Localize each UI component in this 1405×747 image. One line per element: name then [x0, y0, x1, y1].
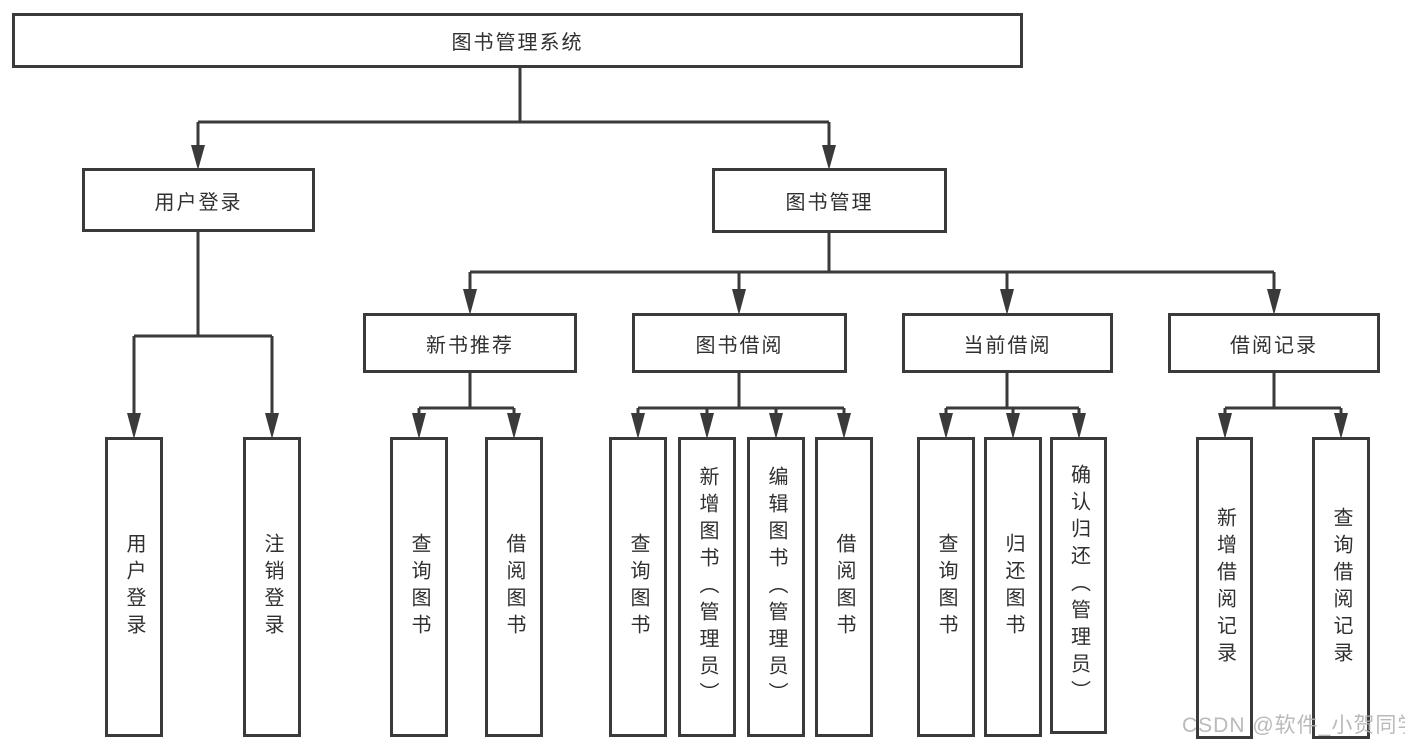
node-borrow-records: 借阅记录	[1168, 313, 1380, 373]
node-book-management: 图书管理	[712, 168, 947, 233]
node-current-borrow: 当前借阅	[902, 313, 1113, 373]
leaf-recommend-borrow-books: 借阅图书	[485, 437, 543, 737]
csdn-watermark: CSDN @软件_小贺同学	[1182, 714, 1405, 737]
leaf-current-query-books: 查询图书	[917, 437, 975, 737]
leaf-records-query-record: 查询借阅记录	[1312, 437, 1370, 739]
node-user-login: 用户登录	[82, 168, 315, 232]
leaf-borrow-add-books-admin: 新增图书（管理员）	[678, 437, 736, 737]
leaf-current-return-books: 归还图书	[984, 437, 1042, 737]
node-new-book-recommend: 新书推荐	[363, 313, 577, 373]
node-root-title: 图书管理系统	[12, 13, 1023, 68]
leaf-logout: 注销登录	[243, 437, 301, 737]
leaf-borrow-edit-books-admin: 编辑图书（管理员）	[747, 437, 805, 737]
leaf-borrow-borrow-books: 借阅图书	[815, 437, 873, 737]
leaf-current-confirm-return-admin: 确认归还（管理员）	[1050, 437, 1107, 734]
leaf-records-add-record: 新增借阅记录	[1196, 437, 1253, 739]
node-book-borrow: 图书借阅	[632, 313, 847, 373]
leaf-recommend-query-books: 查询图书	[390, 437, 448, 737]
leaf-user-login: 用户登录	[105, 437, 163, 737]
leaf-borrow-query-books: 查询图书	[609, 437, 667, 737]
